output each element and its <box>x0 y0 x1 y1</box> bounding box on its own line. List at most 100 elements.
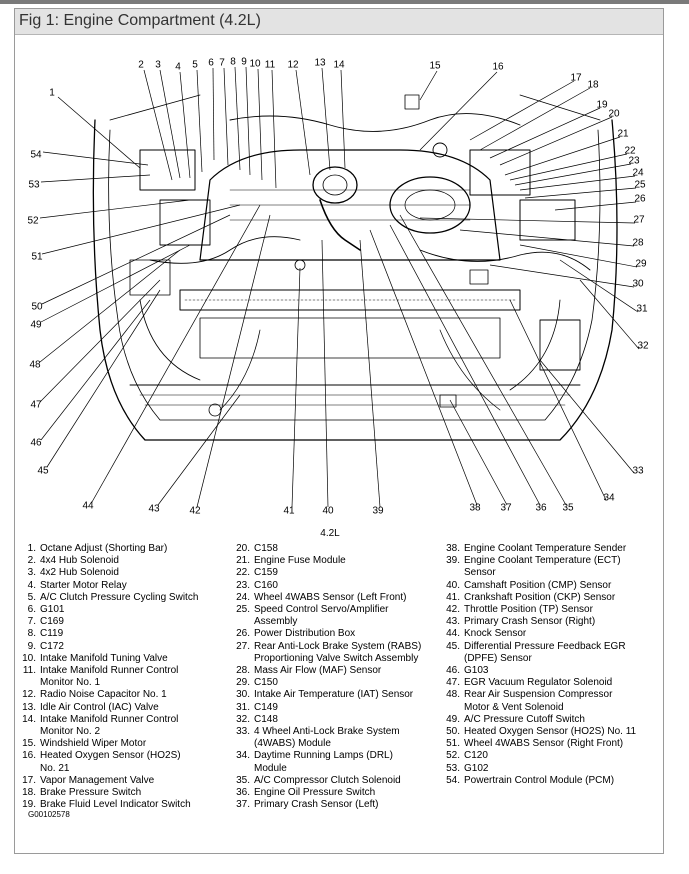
legend-item-label: Camshaft Position (CMP) Sensor <box>464 579 612 591</box>
legend-item-number: 54. <box>446 774 460 786</box>
legend-item: 22.C159 <box>228 567 421 579</box>
legend-item: 6.G101 <box>14 604 198 616</box>
legend-item: 45.Differential Pressure Feedback EGR <box>438 641 636 653</box>
legend-item-number: 24. <box>236 591 250 603</box>
callout-42: 42 <box>189 506 201 517</box>
legend-item-number: 13. <box>22 701 36 713</box>
legend-item-number: 27. <box>236 640 250 652</box>
legend-item-label: Module <box>254 762 287 774</box>
legend-item-label: Rear Air Suspension Compressor <box>464 689 613 701</box>
callout-12: 12 <box>287 60 299 71</box>
callout-7: 7 <box>219 58 225 69</box>
legend-item-number: 38. <box>446 543 460 554</box>
legend-item-label: Powertrain Control Module (PCM) <box>464 774 615 786</box>
legend-item-number: 1. <box>27 543 36 554</box>
legend-item-label: Wheel 4WABS Sensor (Left Front) <box>254 591 407 603</box>
legend-item-number: 26. <box>236 628 250 640</box>
legend-item: 47.EGR Vacuum Regulator Solenoid <box>438 677 636 689</box>
legend-item-label: Proportioning Valve Switch Assembly <box>254 652 419 664</box>
legend-item: (DPFE) Sensor <box>438 653 636 665</box>
legend-item-label: (DPFE) Sensor <box>464 652 532 664</box>
callout-28: 28 <box>632 238 644 249</box>
legend-item: 32.C148 <box>228 714 421 726</box>
legend-item-number: 37. <box>236 799 250 811</box>
legend-item-number: 44. <box>446 628 460 640</box>
legend-item-number <box>228 763 254 775</box>
legend-item-label: C150 <box>254 677 278 689</box>
callout-8: 8 <box>230 57 236 68</box>
callout-45: 45 <box>37 466 49 477</box>
callout-10: 10 <box>249 59 261 70</box>
window-top-bar <box>0 0 689 4</box>
legend-item-number: 8. <box>27 628 36 640</box>
legend-item-label: Intake Manifold Tuning Valve <box>40 652 168 664</box>
legend-item-label: Differential Pressure Feedback EGR <box>464 640 626 652</box>
legend-item-label: Sensor <box>464 567 496 579</box>
callout-23: 23 <box>628 156 640 167</box>
legend-item: 23.C160 <box>228 580 421 592</box>
legend-item-number: 53. <box>446 762 460 774</box>
legend-item: 26. Power Distribution Box <box>228 628 421 640</box>
legend-item-number: 14. <box>22 713 36 725</box>
legend-column-1: 1.Octane Adjust (Shorting Bar)2.4x4 Hub … <box>14 543 198 811</box>
legend-item-number: 39. <box>446 555 460 567</box>
callout-35: 35 <box>562 503 574 514</box>
figure-id: G00102578 <box>28 810 70 819</box>
legend-item-label: C119 <box>40 628 64 640</box>
legend-item-label: C169 <box>40 616 64 628</box>
legend-item-number: 5. <box>27 591 36 603</box>
legend-item-label: Crankshaft Position (CKP) Sensor <box>464 591 616 603</box>
callout-5: 5 <box>192 60 198 71</box>
legend-item-number: 23. <box>236 579 250 591</box>
legend-item-number: 30. <box>236 689 250 701</box>
callout-40: 40 <box>322 506 334 517</box>
legend-item-number: 3. <box>27 567 36 579</box>
legend-item-number: 50. <box>446 726 460 738</box>
legend-item-label: G102 <box>464 762 489 774</box>
legend-item: 10.Intake Manifold Tuning Valve <box>14 653 198 665</box>
legend-item-label: G101 <box>40 604 65 616</box>
legend-item: 51.Wheel 4WABS Sensor (Right Front) <box>438 738 636 750</box>
legend-item-label: EGR Vacuum Regulator Solenoid <box>464 677 613 689</box>
legend-item: 21.Engine Fuse Module <box>228 555 421 567</box>
legend-item-label: Starter Motor Relay <box>40 579 127 591</box>
legend-item: 12. Radio Noise Capacitor No. 1 <box>14 689 198 701</box>
legend-item-number: 11. <box>22 665 36 677</box>
legend-item: 9.C172 <box>14 641 198 653</box>
legend-item: Monitor No. 2 <box>14 726 198 738</box>
legend-item: 13.Idle Air Control (IAC) Valve <box>14 702 198 714</box>
legend-item-label: Vapor Management Valve <box>40 774 155 786</box>
legend-item-label: Intake Air Temperature (IAT) Sensor <box>254 689 414 701</box>
legend-item-number: 32. <box>236 713 250 725</box>
legend-item-number: 12. <box>22 689 36 701</box>
legend-item-label: Engine Coolant Temperature Sender <box>464 543 627 554</box>
legend-item-number: 33. <box>236 726 250 738</box>
legend-item: 29.C150 <box>228 677 421 689</box>
legend-item-label: Primary Crash Sensor (Right) <box>464 616 596 628</box>
callout-24: 24 <box>632 168 644 179</box>
legend-item-number: 7. <box>27 616 36 628</box>
legend-item-label: Brake Fluid Level Indicator Switch <box>40 799 191 811</box>
leader-lines <box>39 66 640 508</box>
legend-item: No. 21 <box>14 763 198 775</box>
legend-item-label: Radio Noise Capacitor No. 1 <box>40 689 167 701</box>
legend-item-label: Engine Coolant Temperature (ECT) <box>464 555 621 567</box>
legend-item-number: 51. <box>446 738 460 750</box>
legend-item-number: 46. <box>446 665 460 677</box>
legend-item-number: 36. <box>236 787 250 799</box>
callout-49: 49 <box>30 320 42 331</box>
legend-item-label: A/C Compressor Clutch Solenoid <box>254 774 401 786</box>
callout-16: 16 <box>492 62 504 73</box>
legend-item: 2.4x4 Hub Solenoid <box>14 555 198 567</box>
legend-item-label: Power Distribution Box <box>254 628 356 640</box>
legend-item-label: C172 <box>40 640 64 652</box>
legend-item: 39. Engine Coolant Temperature (ECT) <box>438 555 636 567</box>
legend-item: 33.4 Wheel Anti-Lock Brake System <box>228 726 421 738</box>
legend-item-label: Intake Manifold Runner Control <box>40 665 179 677</box>
callout-25: 25 <box>634 180 646 191</box>
legend-item-number: 15. <box>22 738 36 750</box>
legend-item: 7. C169 <box>14 616 198 628</box>
legend-item: 54. Powertrain Control Module (PCM) <box>438 775 636 787</box>
callout-3: 3 <box>155 60 161 71</box>
callout-14: 14 <box>333 60 345 71</box>
